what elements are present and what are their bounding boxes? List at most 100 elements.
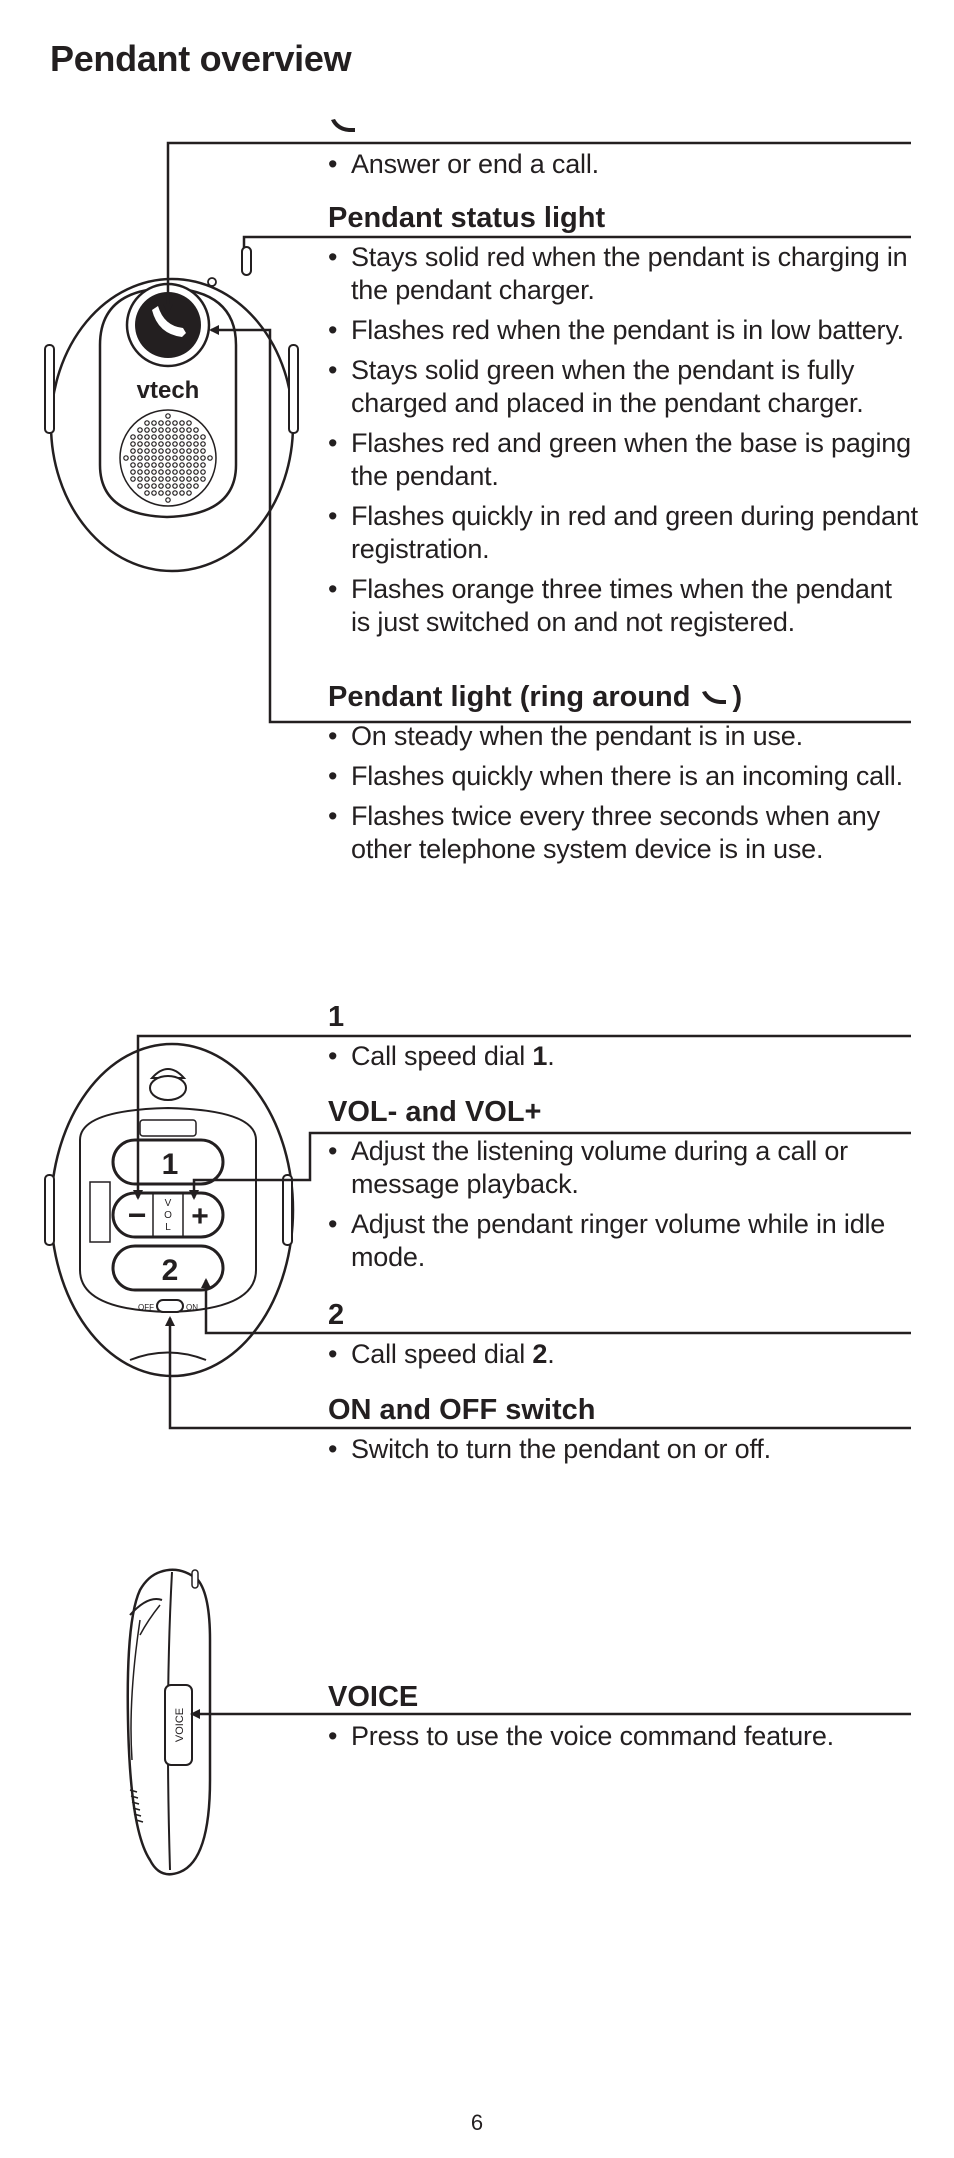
speaker-hole: [179, 469, 185, 475]
status-light-heading: Pendant status light: [328, 202, 606, 234]
key2-bullet-bold: 2: [532, 1339, 548, 1369]
speaker-hole: [144, 483, 150, 489]
speaker-hole: [179, 490, 185, 496]
speaker-hole: [144, 455, 150, 461]
pendant-brand-logo: vtech: [137, 377, 200, 404]
speaker-hole: [130, 462, 136, 468]
speaker-hole: [151, 427, 157, 433]
list-item: Flashes twice every three seconds when a…: [328, 800, 918, 866]
speaker-hole: [165, 427, 171, 433]
speaker-hole: [137, 469, 143, 475]
list-item: Flashes orange three times when the pend…: [328, 573, 918, 639]
talk-key-list: Answer or end a call.: [328, 148, 918, 181]
speaker-hole: [172, 427, 178, 433]
speaker-hole: [165, 490, 171, 496]
volume-heading: VOL- and VOL+: [328, 1096, 542, 1128]
list-item: Switch to turn the pendant on or off.: [328, 1433, 918, 1466]
switch-list: Switch to turn the pendant on or off.: [328, 1433, 918, 1466]
speaker-hole: [179, 476, 185, 482]
list-item: Call speed dial 1.: [328, 1040, 918, 1073]
speaker-hole: [172, 434, 178, 440]
speaker-hole: [186, 434, 192, 440]
speaker-hole: [193, 483, 199, 489]
speaker-hole: [186, 420, 192, 426]
vol-letter: O: [164, 1210, 172, 1221]
speaker-hole: [137, 462, 143, 468]
speaker-hole: [200, 455, 206, 461]
speaker-hole: [200, 469, 206, 475]
ring-light-list: On steady when the pendant is in use. Fl…: [328, 720, 918, 866]
switch-on-label: ON: [186, 1303, 198, 1312]
list-item: Answer or end a call.: [328, 148, 918, 181]
speaker-hole: [151, 462, 157, 468]
key2-label: 2: [162, 1254, 179, 1287]
speaker-hole: [165, 434, 171, 440]
switch-off-label: OFF: [138, 1303, 154, 1312]
speaker-hole: [179, 448, 185, 454]
speaker-hole: [130, 441, 136, 447]
speaker-hole: [200, 434, 206, 440]
key2-list: Call speed dial 2.: [328, 1338, 918, 1371]
speaker-hole: [137, 483, 143, 489]
speaker-hole: [172, 420, 178, 426]
speaker-hole: [158, 483, 164, 489]
list-item: Stays solid green when the pendant is fu…: [328, 354, 918, 420]
speaker-hole: [165, 441, 171, 447]
list-item: Adjust the pendant ringer volume while i…: [328, 1208, 918, 1274]
speaker-hole: [186, 490, 192, 496]
speaker-hole: [151, 490, 157, 496]
speaker-hole: [172, 448, 178, 454]
speaker-hole: [130, 455, 136, 461]
speaker-hole: [137, 476, 143, 482]
speaker-hole: [130, 434, 136, 440]
speaker-hole: [158, 420, 164, 426]
speaker-hole: [158, 434, 164, 440]
talk-key-heading: [328, 108, 918, 142]
ring-light-heading-suffix: ): [732, 681, 743, 713]
vol-plus-label: +: [191, 1200, 209, 1233]
speaker-hole: [144, 427, 150, 433]
speaker-hole: [193, 469, 199, 475]
speaker-hole: [151, 448, 157, 454]
key2-section: 2 Call speed dial 2.: [328, 1298, 918, 1385]
speaker-hole: [130, 469, 136, 475]
status-light-indicator: [241, 246, 252, 276]
list-item: Flashes red and green when the base is p…: [328, 427, 918, 493]
speaker-hole: [144, 434, 150, 440]
speaker-hole: [200, 462, 206, 468]
speaker-hole: [186, 483, 192, 489]
speaker-hole: [158, 462, 164, 468]
page-number: 6: [470, 2110, 484, 2135]
speaker-hole: [144, 476, 150, 482]
speaker-hole: [165, 483, 171, 489]
list-item: Flashes quickly when there is an incomin…: [328, 760, 918, 793]
speaker-hole: [172, 441, 178, 447]
key1-section: 1 Call speed dial 1.: [328, 1000, 918, 1087]
speaker-hole: [186, 427, 192, 433]
ring-light-section: Pendant light (ring around ) On steady w…: [328, 680, 918, 880]
speaker-hole: [193, 476, 199, 482]
speaker-hole: [123, 455, 129, 461]
switch-heading: ON and OFF switch: [328, 1394, 596, 1426]
speaker-hole: [144, 462, 150, 468]
speaker-hole: [165, 455, 171, 461]
speaker-hole: [193, 455, 199, 461]
speaker-hole: [179, 483, 185, 489]
speaker-hole: [179, 434, 185, 440]
speaker-hole: [193, 441, 199, 447]
speaker-hole: [165, 420, 171, 426]
talk-key-section: Answer or end a call.: [328, 108, 918, 195]
speaker-hole: [186, 441, 192, 447]
vol-minus-label: −: [128, 1197, 147, 1233]
speaker-hole: [165, 476, 171, 482]
vol-letter: V: [165, 1198, 172, 1209]
speaker-hole: [193, 427, 199, 433]
key1-bullet-suffix: .: [547, 1041, 555, 1071]
speaker-hole: [207, 455, 213, 461]
speaker-hole: [165, 413, 171, 419]
speaker-hole: [144, 420, 150, 426]
speaker-hole: [158, 448, 164, 454]
speaker-hole: [193, 462, 199, 468]
volume-list: Adjust the listening volume during a cal…: [328, 1135, 918, 1274]
